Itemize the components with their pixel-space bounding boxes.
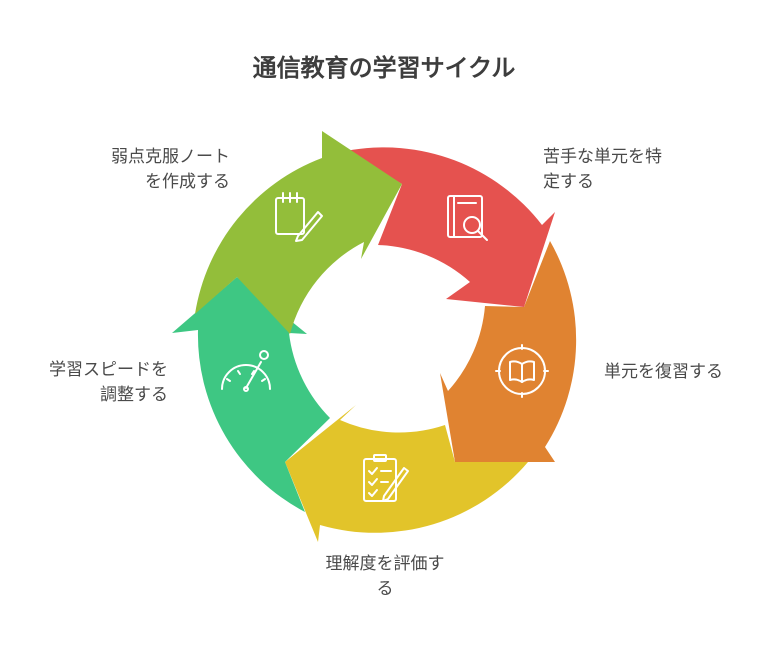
book-compass-icon [495, 344, 549, 398]
step-label-line: 定する [543, 172, 594, 192]
step-label-notes: 弱点克服ノート を作成する [70, 145, 230, 195]
step-label-line: 苦手な単元を特 [543, 147, 662, 167]
step-label-line: を作成する [145, 172, 230, 192]
step-label-review: 単元を復習する [604, 360, 754, 385]
step-label-line: 理解度を評価す [325, 554, 445, 574]
step-label-line: 弱点克服ノート [111, 147, 230, 167]
step-label-line: 学習スピードを [49, 360, 168, 380]
checklist-pencil-icon [363, 454, 409, 502]
cycle-segment-identify [346, 147, 555, 307]
step-label-pace: 学習スピードを 調整する [10, 358, 168, 408]
book-search-icon [447, 195, 488, 241]
step-label-identify: 苦手な単元を特 定する [543, 145, 713, 195]
step-label-line: 調整する [100, 385, 168, 405]
cycle-segment-pace [172, 277, 330, 512]
diagram-title: 通信教育の学習サイクル [252, 54, 516, 82]
cycle-segment-notes [195, 131, 402, 334]
speedometer-icon [221, 350, 271, 392]
step-label-evaluate: 理解度を評価す る [300, 552, 470, 602]
step-label-line: 単元を復習する [604, 362, 723, 382]
step-label-line: る [376, 579, 394, 599]
notepad-pencil-icon [275, 192, 323, 242]
